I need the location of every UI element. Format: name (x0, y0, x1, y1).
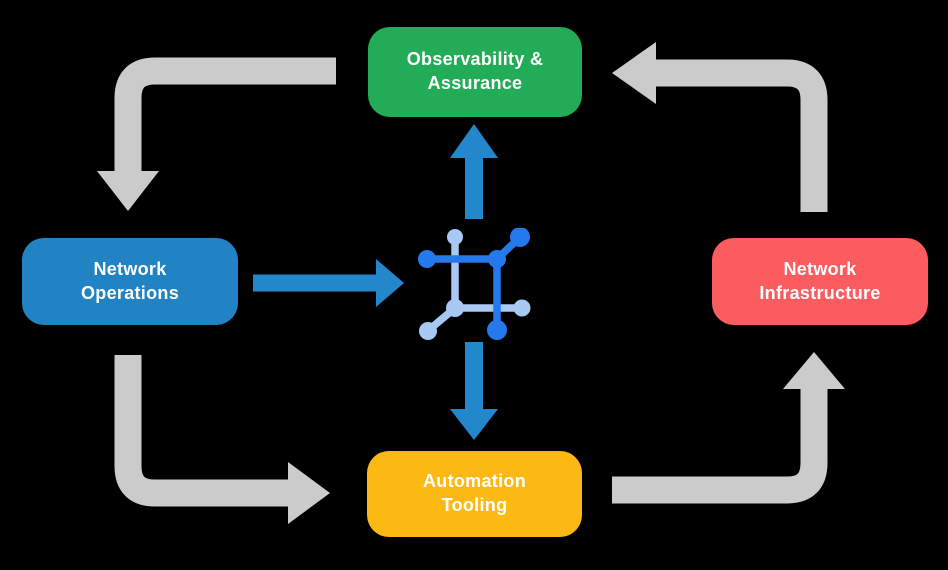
node-observability-label-line2: Assurance (427, 73, 523, 93)
node-network-operations: Network Operations (22, 238, 238, 325)
arrow-icon-to-tooling-head (450, 409, 498, 440)
node-network-infrastructure: Network Infrastructure (712, 238, 928, 325)
arrow-observability-to-operations-head (97, 171, 159, 211)
node-observability-label-line1: Observability & (406, 49, 544, 70)
arrow-tooling-to-infrastructure-shaft (612, 389, 828, 504)
node-operations-label-line2: Operations (80, 282, 180, 303)
arrow-observability-to-operations-shaft (114, 57, 336, 173)
node-operations-label-line1: Network (93, 258, 167, 279)
network-mesh-icon-dark-part (418, 228, 530, 340)
node-infrastructure-label-line2: Infrastructure (759, 282, 881, 303)
arrow-icon-to-observability-head (450, 124, 498, 158)
arrow-infrastructure-to-observability-shaft (656, 59, 828, 212)
network-mesh-icon-light-part (419, 229, 531, 340)
node-automation-tooling: Automation Tooling (367, 451, 582, 537)
node-tooling-label-line1: Automation (423, 471, 526, 492)
node-tooling-label-line2: Tooling (441, 495, 508, 515)
node-infrastructure-label-line1: Network (783, 258, 857, 279)
arrow-operations-to-icon-head (376, 259, 404, 307)
arrow-operations-to-tooling-shaft (114, 355, 288, 507)
arrow-operations-to-tooling-head (288, 462, 330, 524)
network-mesh-icon (418, 228, 531, 340)
arrow-infrastructure-to-observability-head (612, 42, 656, 104)
node-observability-assurance: Observability & Assurance (368, 27, 582, 117)
arrow-tooling-to-infrastructure-head (783, 352, 845, 389)
